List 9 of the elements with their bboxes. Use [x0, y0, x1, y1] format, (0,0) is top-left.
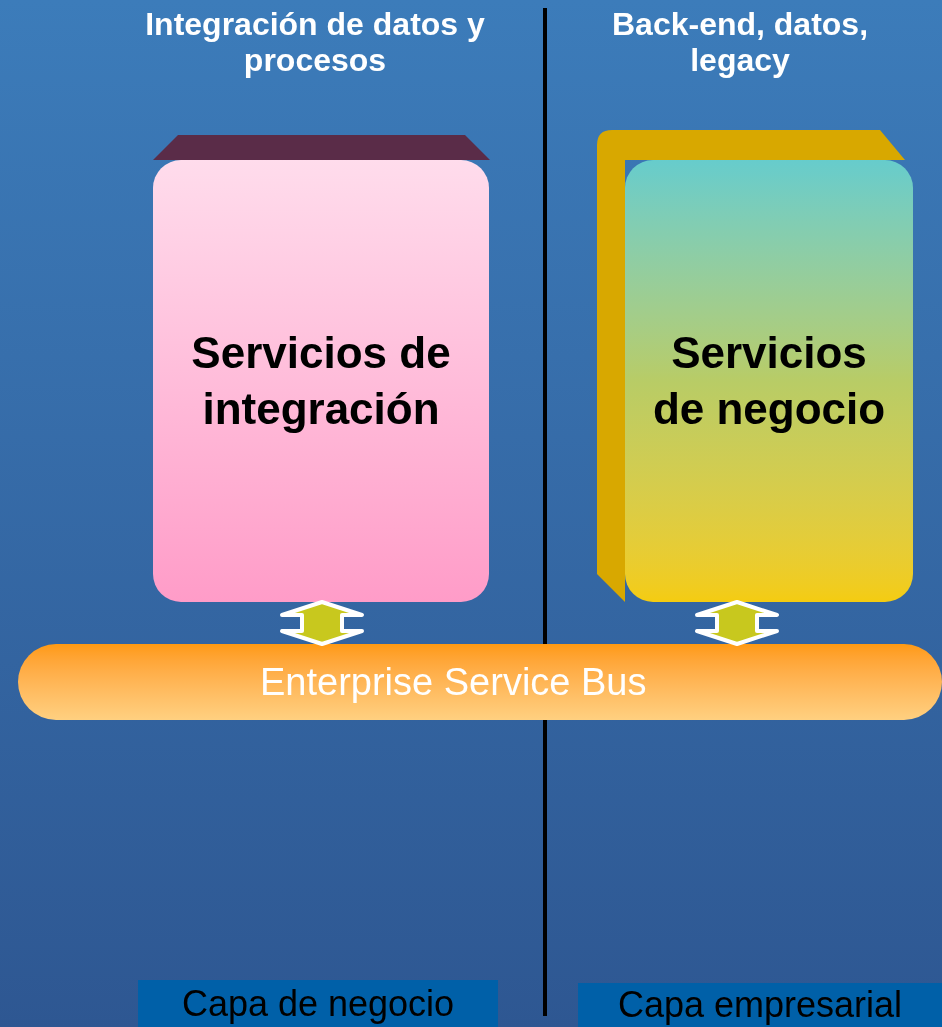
column-heading: Back-end, datos, legacy	[610, 6, 870, 78]
bus-bar: Enterprise Service Bus	[18, 644, 942, 720]
layer-tag: Capa empresarial	[578, 983, 942, 1027]
service-box: Servicios de negocio	[625, 160, 913, 602]
layer-tag: Capa de negocio	[138, 980, 498, 1027]
service-box: Servicios de integración	[153, 160, 489, 602]
column-heading: Integración de datos y procesos	[144, 6, 486, 78]
double-arrow	[695, 600, 779, 646]
double-arrow	[280, 600, 364, 646]
